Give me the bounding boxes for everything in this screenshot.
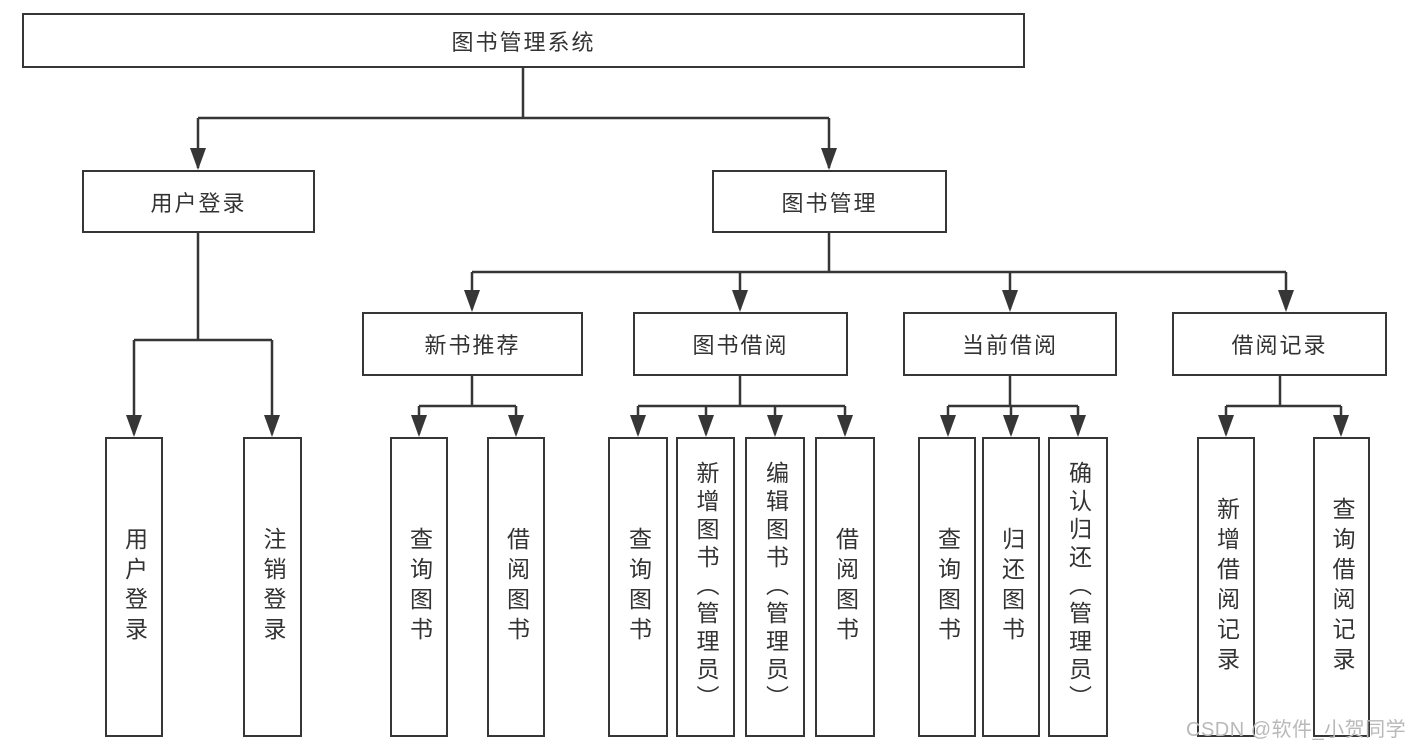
node-label: 查询借阅记录 [1329,497,1355,677]
arrowhead [940,415,956,437]
node-leaf-query-books-recommend: 查询图书 [390,437,448,737]
node-leaf-edit-books-admin: 编辑图书（管理员） [745,437,805,737]
arrowhead [464,290,480,312]
arrowhead [837,415,853,437]
arrowhead [821,148,837,170]
arrowheads [126,148,1349,437]
node-leaf-add-borrow-record: 新增借阅记录 [1197,437,1255,737]
node-label: 图书管理 [781,190,878,216]
node-book-borrowing: 图书借阅 [633,312,848,376]
arrowhead [1003,415,1019,437]
node-label: 编辑图书（管理员） [762,461,789,713]
connector-lines [132,68,1343,434]
node-label: 新书推荐 [424,333,521,358]
arrowhead [1070,415,1086,437]
node-label: 归还图书 [998,527,1025,647]
node-leaf-query-books-current: 查询图书 [918,437,976,737]
node-label: 查询图书 [934,527,961,647]
node-root-library-system: 图书管理系统 [22,13,1025,68]
arrowhead [630,415,646,437]
arrowhead [767,415,783,437]
node-label: 注销登录 [260,527,286,647]
arrowhead [126,415,142,437]
arrowhead [732,290,748,312]
arrowhead [264,415,280,437]
node-leaf-borrow-books-recommend: 借阅图书 [487,437,545,737]
node-user-login: 用户登录 [82,170,315,233]
arrowhead [1333,415,1349,437]
node-leaf-query-books-borrowing: 查询图书 [608,437,668,737]
arrowhead [1002,290,1018,312]
node-leaf-logout: 注销登录 [243,437,302,737]
node-label: 新增借阅记录 [1213,497,1240,677]
node-label: 当前借阅 [961,333,1058,358]
node-label: 用户登录 [121,527,148,647]
node-leaf-user-login: 用户登录 [105,437,163,737]
node-label: 查询图书 [406,527,433,647]
node-leaf-query-borrow-record: 查询借阅记录 [1313,437,1370,737]
node-leaf-borrow-books-borrowing: 借阅图书 [815,437,875,737]
node-label: 用户登录 [150,190,247,216]
node-label: 借阅图书 [832,527,859,647]
node-label: 图书管理系统 [451,29,596,55]
node-current-borrowing: 当前借阅 [903,312,1117,376]
csdn-watermark: CSDN @软件_小贺同学 [1186,719,1405,741]
node-leaf-confirm-return-admin: 确认归还（管理员） [1048,437,1108,737]
node-new-book-recommend: 新书推荐 [362,312,583,376]
arrowhead [698,415,714,437]
node-label: 确认归还（管理员） [1065,461,1092,713]
node-label: 查询图书 [625,527,652,647]
node-leaf-return-books: 归还图书 [982,437,1040,737]
node-book-management: 图书管理 [712,170,947,233]
arrowhead [508,415,524,437]
node-label: 借阅记录 [1231,333,1328,358]
arrowhead [190,148,206,170]
arrowhead [1218,415,1234,437]
node-label: 图书借阅 [692,333,789,358]
arrowhead [411,415,427,437]
node-label: 借阅图书 [503,527,530,647]
arrowhead [1278,290,1294,312]
node-label: 新增图书（管理员） [693,461,719,713]
node-borrowing-records: 借阅记录 [1172,312,1387,376]
node-leaf-add-books-admin: 新增图书（管理员） [676,437,735,737]
